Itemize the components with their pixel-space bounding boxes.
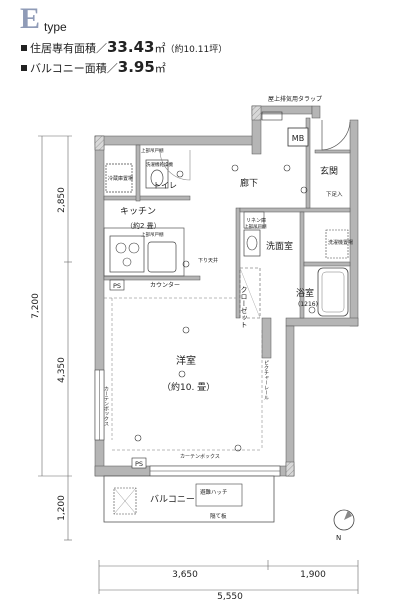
type-word: type: [44, 20, 67, 34]
balcony-area-value: 3.95: [117, 58, 155, 76]
balcony-label: バルコニー: [150, 494, 195, 505]
western-label: 洋室: [176, 354, 196, 367]
roof-hatch-box: [261, 111, 283, 121]
partition-label: 隔て板: [210, 512, 227, 520]
counter-label: カウンター: [150, 281, 180, 289]
ps-top-label: PS: [113, 282, 121, 290]
emergency-hatch: [195, 483, 243, 507]
burner-icon: [115, 242, 127, 254]
bullet-icon: [21, 45, 27, 51]
dim-bottom-right: 1,900: [300, 570, 326, 580]
type-letter: E: [20, 2, 41, 35]
dim-left-total: 7,200: [31, 293, 41, 319]
bath-label: 浴室: [296, 287, 314, 299]
linen-closet: [243, 211, 265, 229]
bath-size: (1216): [298, 301, 318, 308]
closet-label: クローゼット: [240, 286, 248, 328]
kitchen-label: キッチン: [120, 206, 156, 217]
mb-label: MB: [292, 134, 304, 143]
basin-icon: [246, 235, 258, 251]
bullet-icon: [21, 65, 27, 71]
picture-rail-label: ピクチャーレール: [263, 360, 269, 400]
bathtub: [317, 267, 349, 317]
washroom-label: 洗面室: [266, 240, 293, 252]
living-area-value: 33.43: [107, 38, 155, 56]
western-size: （約10. 畳）: [162, 381, 215, 393]
curtain-box-v-label: カーテンボックス: [103, 386, 109, 426]
dim-left-top: 2,850: [57, 187, 67, 213]
fixture-icons: [134, 164, 308, 452]
entrance-door: [321, 120, 351, 151]
dim-left-mid: 4,350: [57, 357, 67, 383]
roof-hatch-label: 屋上排気用タラップ: [268, 95, 322, 103]
dim-bottom-total: 5,550: [217, 592, 243, 600]
hallway-label: 廊下: [240, 177, 258, 189]
fridge-label: 冷蔵庫置場: [108, 175, 133, 182]
toilet-bowl-icon: [150, 169, 164, 187]
washroom-sink: [243, 229, 261, 257]
shoe-box-label: 下足入: [326, 191, 343, 198]
kitchen-size: （約2 畳）: [126, 221, 161, 230]
compass-icon: [333, 509, 355, 531]
kitchen-sink: [147, 241, 177, 273]
washer-place: [325, 229, 349, 259]
ceiling-label: 下り天井: [198, 257, 218, 264]
toilet-label: トイレ: [153, 181, 177, 190]
washer-place-label: 洗濯機置場: [328, 239, 353, 246]
kitchen-stove: [109, 235, 145, 273]
mb-box: [287, 127, 309, 147]
kitchen-counter-outline: [103, 227, 185, 277]
emergency-hatch-label: 避難ハッチ: [200, 488, 228, 496]
ps-bottom-label: PS: [135, 460, 143, 468]
balcony-area-spec: バルコニー面積／3.95㎡: [21, 58, 166, 76]
balcony-area-unit: ㎡: [154, 62, 166, 75]
washer-dryer-label: 洗濯機乾燥機: [146, 161, 173, 168]
balcony-area-label: バルコニー面積／: [30, 62, 118, 75]
living-area-unit: ㎡: [154, 42, 166, 55]
entrance-label: 玄関: [320, 165, 338, 177]
linen-label: リネン庫: [246, 217, 266, 224]
compass-label: N: [336, 534, 341, 542]
living-area-tsubo: （約10.11坪）: [165, 45, 228, 55]
closet-outline: [239, 267, 261, 319]
dim-bottom-left: 3,650: [172, 570, 198, 580]
dim-left-bottom: 1,200: [57, 495, 67, 521]
header: E type 住居専有面積／33.43㎡（約10.11坪） バルコニー面積／3.…: [0, 0, 401, 80]
living-area-spec: 住居専有面積／33.43㎡（約10.11坪）: [21, 38, 227, 56]
living-area-label: 住居専有面積／: [30, 42, 107, 55]
upper-shelf-2: 上部吊戸棚: [141, 231, 164, 238]
bottom-dimension-lines: [98, 560, 359, 594]
burner-icon: [128, 242, 140, 254]
fridge-space: [105, 163, 133, 193]
upper-shelf-1: 上部吊戸棚: [141, 147, 164, 154]
left-dimension-lines: [38, 135, 72, 541]
toilet-door: [159, 149, 191, 181]
upper-shelf-3: 上部吊戸棚: [244, 223, 267, 230]
curtain-box-h-label: カーテンボックス: [180, 453, 220, 460]
burner-icon: [122, 257, 132, 267]
